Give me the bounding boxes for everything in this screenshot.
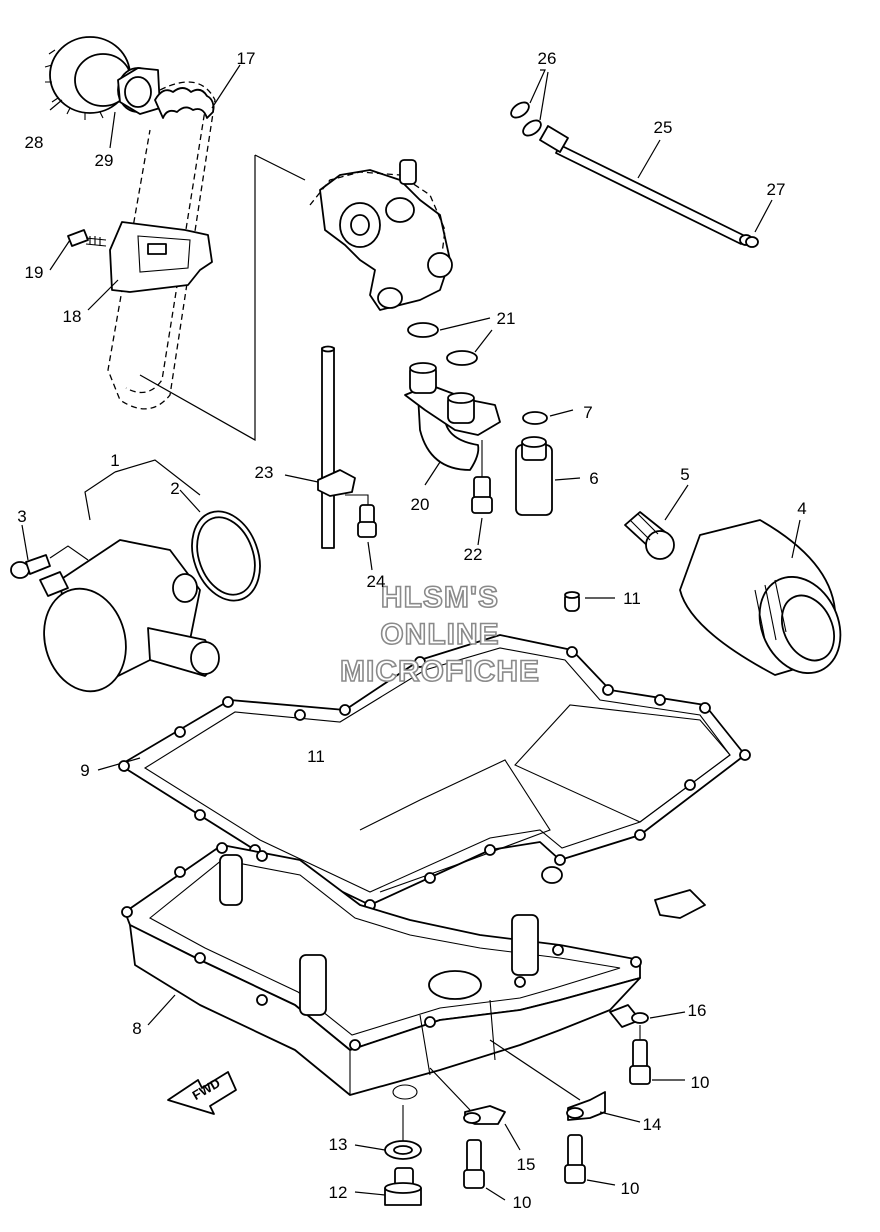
pipe-23 xyxy=(317,345,356,549)
callout-10-bottom-right: 10 xyxy=(621,1179,640,1198)
callout-3: 3 xyxy=(17,507,26,526)
oil-pan-8 xyxy=(124,844,706,1100)
callout-17: 17 xyxy=(237,49,256,68)
callout-6: 6 xyxy=(589,469,598,488)
callout-15: 15 xyxy=(517,1155,536,1174)
callout-11-upper: 11 xyxy=(623,589,641,608)
o-ring-2 xyxy=(191,510,261,602)
sleeve-6 xyxy=(515,436,553,516)
bolt-10-bottom-center xyxy=(463,1139,485,1189)
bolt-22 xyxy=(471,440,493,514)
callout-25: 25 xyxy=(654,118,673,137)
callout-29: 29 xyxy=(95,151,114,170)
clamp-16 xyxy=(609,1004,649,1028)
callout-20: 20 xyxy=(411,495,430,514)
o-ring-7 xyxy=(522,411,548,425)
bolt-24 xyxy=(357,504,377,538)
callout-14: 14 xyxy=(643,1115,662,1134)
callout-22: 22 xyxy=(464,545,483,564)
clamp-15 xyxy=(463,1105,506,1125)
watermark-line-3: MICROFICHE xyxy=(340,655,540,688)
callout-16: 16 xyxy=(688,1001,707,1020)
callout-10-right: 10 xyxy=(691,1073,710,1092)
callout-10-center: 10 xyxy=(513,1193,532,1212)
callout-5: 5 xyxy=(680,465,689,484)
callout-13: 13 xyxy=(329,1135,348,1154)
dowel-pin-11-upper xyxy=(564,591,580,612)
clamp-14 xyxy=(566,1091,606,1121)
callout-4: 4 xyxy=(797,499,806,518)
callout-21: 21 xyxy=(497,309,516,328)
callout-8: 8 xyxy=(132,1019,141,1038)
bolt-10-right xyxy=(629,1039,651,1085)
bearing-29 xyxy=(117,67,161,115)
bolt-19 xyxy=(67,229,107,247)
oil-filter-4 xyxy=(679,519,842,676)
oil-pump-assembly xyxy=(309,159,453,311)
oil-pipe-20 xyxy=(404,362,501,471)
chain-guide-18 xyxy=(109,221,213,293)
o-ring-21 xyxy=(407,322,478,366)
callout-23: 23 xyxy=(255,463,274,482)
drain-plug-12 xyxy=(384,1167,422,1206)
fwd-arrow-icon: FWD xyxy=(167,1071,237,1115)
washer-13 xyxy=(384,1140,422,1160)
oil-cooler-1 xyxy=(39,539,220,693)
callout-7: 7 xyxy=(583,403,592,422)
bolt-3 xyxy=(10,554,51,579)
callout-2: 2 xyxy=(170,479,179,498)
union-bolt-5 xyxy=(624,511,675,560)
watermark-line-2: ONLINE xyxy=(380,618,499,651)
o-ring-27 xyxy=(745,236,759,248)
pipe-25 xyxy=(539,125,753,246)
callout-19: 19 xyxy=(25,263,44,282)
gasket-9 xyxy=(119,634,746,906)
callout-1: 1 xyxy=(110,451,119,470)
callout-12: 12 xyxy=(329,1183,348,1202)
drive-sprocket-28 xyxy=(44,36,132,120)
callout-9: 9 xyxy=(80,761,89,780)
callout-28: 28 xyxy=(25,133,44,152)
pan-bolt-holes xyxy=(121,842,642,1051)
callout-26: 26 xyxy=(538,49,557,68)
o-ring-26 xyxy=(510,101,542,137)
watermark-line-1: HLSM'S xyxy=(381,581,499,614)
callout-18: 18 xyxy=(63,307,82,326)
callout-24: 24 xyxy=(367,572,386,591)
bolt-10-bottom-right xyxy=(564,1134,586,1184)
callout-27: 27 xyxy=(767,180,786,199)
callout-11-lower: 11 xyxy=(307,747,325,766)
